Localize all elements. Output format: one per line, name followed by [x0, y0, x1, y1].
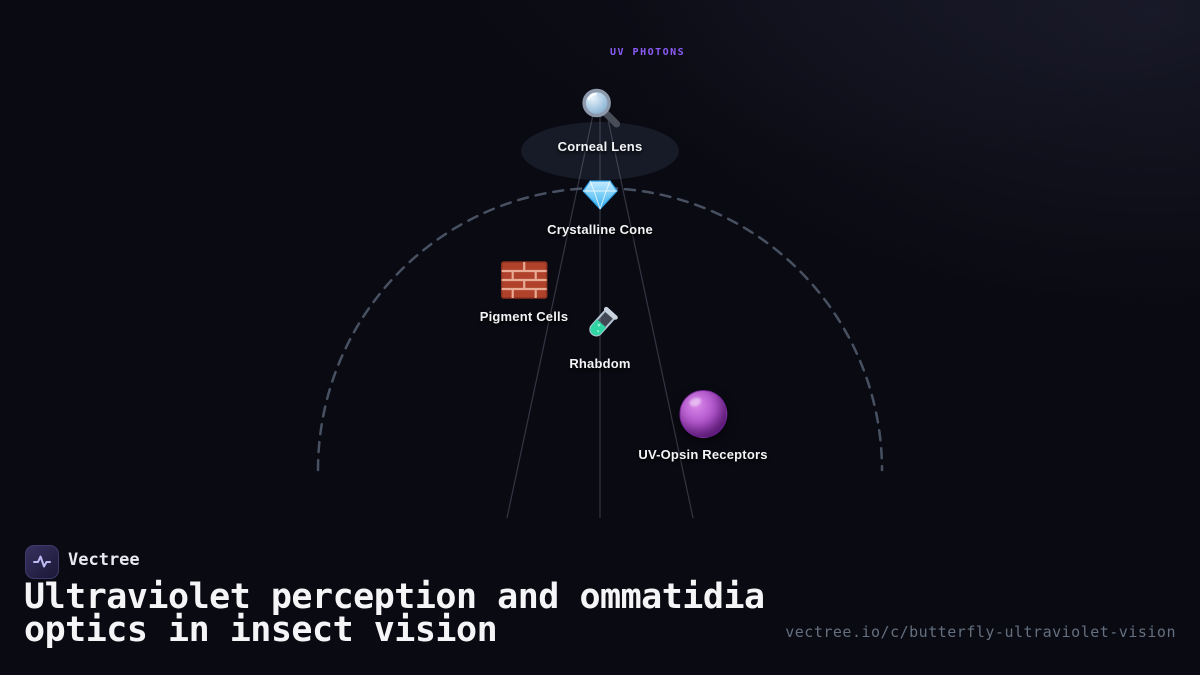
node-uv-opsin-receptors: UV-Opsin Receptors — [638, 390, 767, 462]
lens-shadow-ellipse — [521, 122, 679, 180]
test-tube-icon — [578, 303, 622, 347]
node-label: Pigment Cells — [479, 309, 569, 324]
brick-wall-icon — [500, 260, 548, 300]
node-label: Rhabdom — [569, 356, 631, 371]
waveform-icon — [33, 555, 51, 568]
brand-name: Vectree — [68, 550, 140, 570]
vectree-logo — [25, 545, 59, 579]
node-corneal-lens: Corneal Lens — [558, 86, 643, 154]
node-label: Crystalline Cone — [547, 222, 653, 237]
diamond-icon — [580, 177, 620, 213]
purple-sphere-icon — [678, 390, 727, 438]
page-title: Ultraviolet perception and ommatidia opt… — [24, 577, 765, 650]
page-url: vectree.io/c/butterfly-ultraviolet-visio… — [785, 623, 1176, 641]
light-rays — [506, 92, 694, 519]
node-crystalline-cone: Crystalline Cone — [547, 177, 653, 237]
node-pigment-cells: Pigment Cells — [480, 260, 569, 324]
node-rhabdom: Rhabdom — [569, 303, 630, 371]
node-label: UV-Opsin Receptors — [638, 447, 768, 462]
magnifier-icon — [578, 86, 622, 130]
sphere-highlight — [687, 396, 702, 408]
uv-photons-label: UV PHOTONS — [610, 47, 686, 58]
node-label: Corneal Lens — [557, 139, 643, 154]
